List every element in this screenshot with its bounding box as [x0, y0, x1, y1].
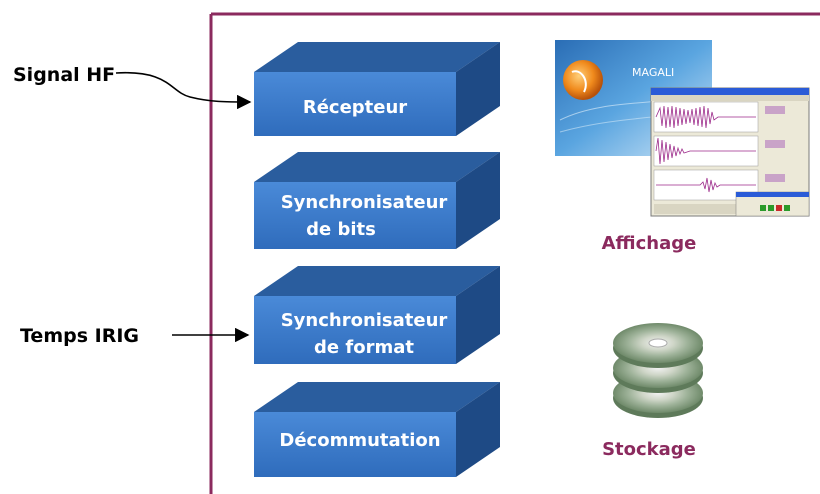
affichage-label: Affichage [602, 233, 697, 254]
signal-hf-arrow [115, 72, 252, 110]
block-decommutation: Décommutation [254, 382, 500, 477]
temps-irig-label: Temps IRIG [20, 325, 139, 347]
block-recepteur: Récepteur [254, 42, 500, 136]
disc-stack-icon [613, 323, 703, 418]
block-sync-bits: Synchronisateur de bits [254, 152, 500, 249]
sync-bits-label-line2: de bits [306, 219, 376, 240]
sync-format-label-line1: Synchronisateur [281, 310, 448, 331]
magali-software-screenshot: MAGALI [555, 40, 810, 217]
signal-hf-label: Signal HF [13, 64, 115, 86]
magali-logo-text: MAGALI [632, 66, 674, 79]
sync-format-label-line2: de format [314, 337, 414, 358]
block-sync-format: Synchronisateur de format [254, 266, 500, 364]
decommutation-label: Décommutation [279, 430, 440, 451]
recepteur-label: Récepteur [303, 97, 407, 118]
stockage-label: Stockage [602, 439, 696, 460]
sync-bits-label-line1: Synchronisateur [281, 192, 448, 213]
